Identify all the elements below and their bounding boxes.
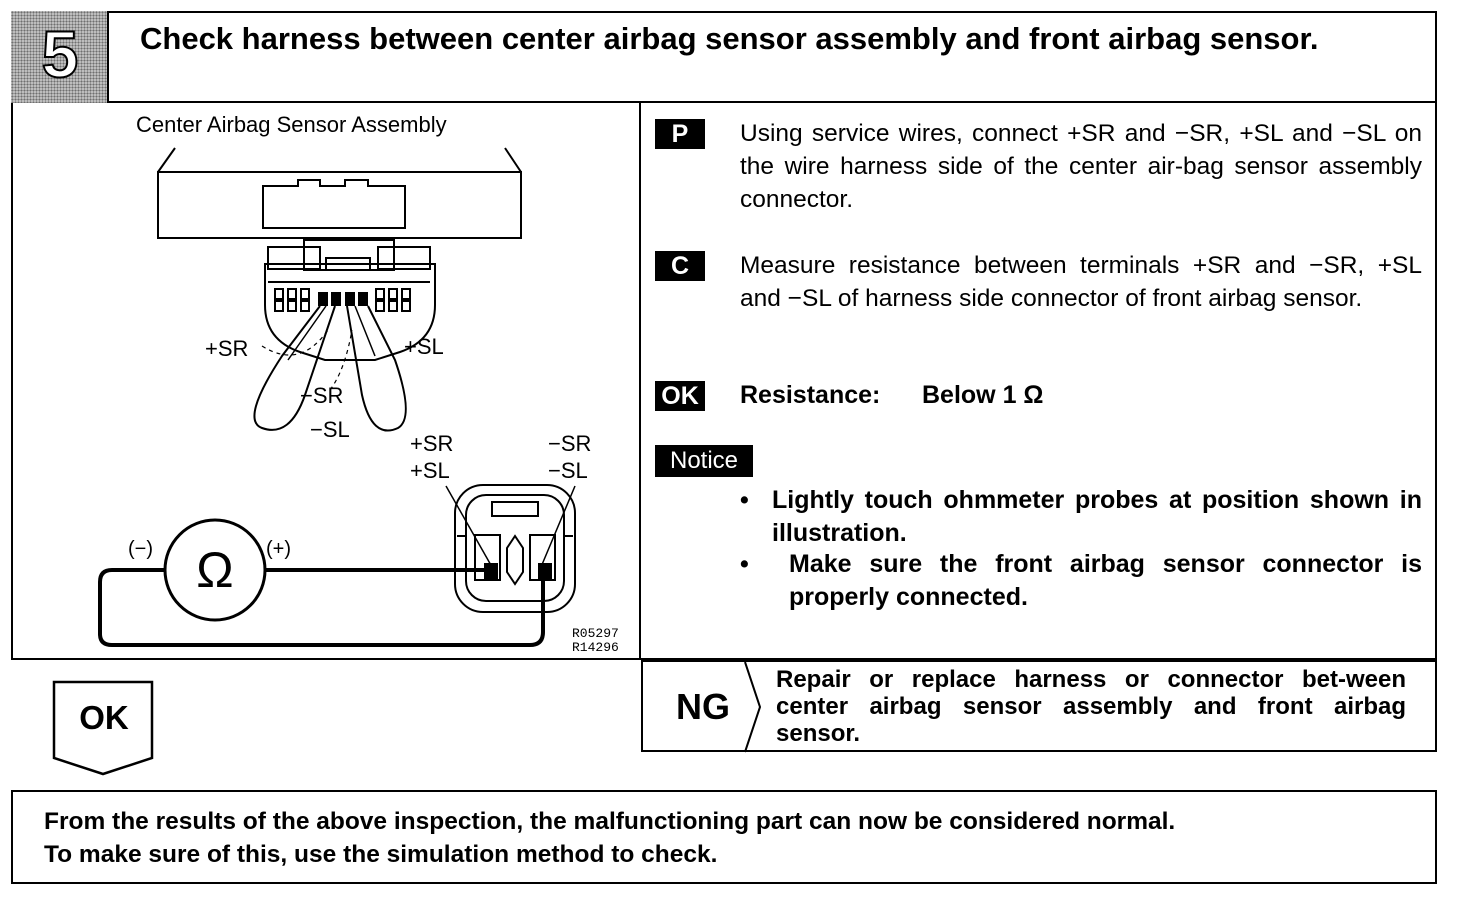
conclusion-line: From the results of the above inspection… — [44, 808, 1176, 835]
conclusion-box — [11, 790, 1437, 884]
bullet-icon: • — [740, 550, 749, 578]
connector-label-plus-sr: +SR — [410, 431, 454, 456]
conclusion-line: To make sure of this, use the simulation… — [44, 841, 718, 868]
meter-leads — [98, 568, 545, 647]
step-number: 5 — [41, 16, 80, 92]
connector-label-plus-sl: +SL — [410, 458, 450, 483]
harness-connector — [264, 239, 436, 361]
instructions-panel — [641, 103, 1437, 660]
check-tag: C — [655, 251, 705, 281]
figure-code: R05297 — [572, 626, 619, 641]
bullet-icon: • — [740, 486, 749, 514]
label-guides — [261, 329, 353, 391]
resistance-label: Resistance: — [740, 381, 881, 409]
prepare-tag: P — [655, 119, 705, 149]
ok-arrow-shape — [52, 680, 154, 776]
ng-result-label: NG — [676, 686, 730, 727]
step-title: Check harness between center airbag sens… — [140, 21, 1319, 56]
terminal-label-plus-sr: +SR — [205, 336, 249, 361]
check-text: Measure resistance between terminals +SR… — [740, 252, 1422, 312]
meter-positive-label: (+) — [266, 538, 291, 560]
resistance-value: Below 1 Ω — [922, 381, 1044, 409]
connector-label-minus-sr: −SR — [548, 431, 592, 456]
notice-item: Lightly touch ohmmeter probes at positio… — [772, 486, 1422, 547]
ok-tag: OK — [655, 381, 705, 411]
terminal-label-plus-sl: +SL — [404, 334, 444, 359]
diagram-panel — [11, 103, 641, 660]
front-sensor-connector — [454, 484, 576, 613]
connected-terminals — [318, 292, 368, 306]
probe-pointers — [445, 485, 576, 568]
step-number-box — [11, 11, 109, 103]
notice-item: Make sure the front airbag sensor connec… — [789, 550, 1422, 611]
ng-result-text: Repair or replace harness or connector b… — [776, 666, 1406, 747]
prepare-text: Using service wires, connect +SR and −SR… — [740, 120, 1422, 213]
service-wires — [253, 305, 407, 432]
terminal-label-minus-sr: −SR — [300, 383, 344, 408]
center-sensor-assembly — [157, 147, 522, 239]
assembly-label: Center Airbag Sensor Assembly — [136, 112, 447, 137]
connector-label-minus-sl: −SL — [548, 458, 588, 483]
ok-result-label: OK — [79, 699, 129, 736]
terminal-label-minus-sl: −SL — [310, 417, 350, 442]
ng-result-box — [641, 660, 1437, 752]
figure-code: R14296 — [572, 640, 619, 655]
conclusion-text: From the results of the above inspection… — [44, 805, 1414, 871]
notice-tag: Notice — [655, 445, 753, 477]
meter-negative-label: (−) — [128, 538, 153, 560]
ohm-icon: Ω — [196, 542, 234, 598]
